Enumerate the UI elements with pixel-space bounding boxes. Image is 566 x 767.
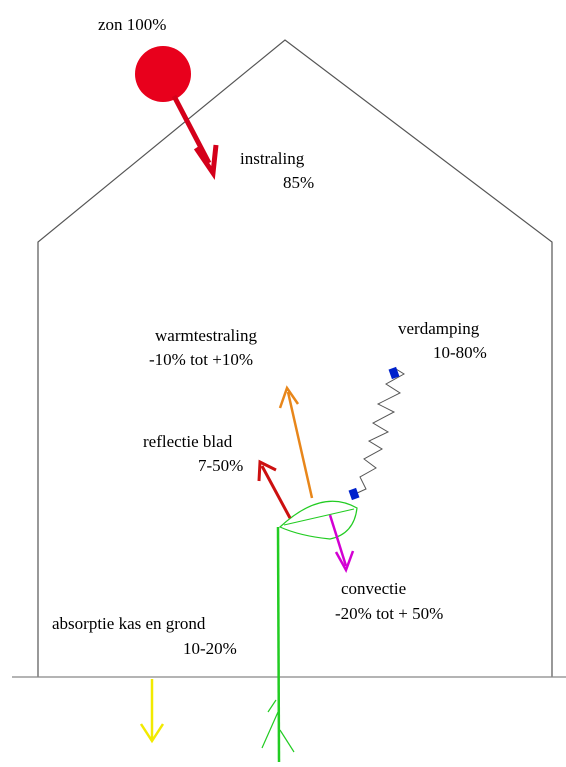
thermal-radiation-arrow [286, 391, 314, 499]
leaf-midrib [283, 508, 355, 526]
evaporation-marker-low [348, 487, 360, 501]
thermal-label-line1: warmtestraling [155, 326, 257, 345]
plant-root-left [261, 711, 279, 749]
incoming-radiation-arrow [171, 94, 212, 165]
absorption-label-line2: 10-20% [183, 639, 237, 658]
evaporation-label-line1: verdamping [398, 319, 480, 338]
plant-stem [276, 526, 281, 763]
convection-arrow [328, 514, 348, 567]
thermal-label-line2: -10% tot +10% [149, 350, 254, 369]
reflection-arrowhead [257, 459, 277, 482]
incoming-label-line2: 85% [283, 173, 315, 192]
convection-arrowhead [334, 550, 355, 573]
greenhouse-outline [37, 39, 553, 677]
absorption-arrowhead [139, 723, 165, 744]
absorption-label-line1: absorptie kas en grond [52, 614, 206, 633]
convection-label-line1: convectie [341, 579, 407, 598]
sun-label: zon 100% [98, 15, 167, 34]
evaporation-label-line2: 10-80% [433, 343, 487, 362]
plant-root-right [279, 729, 295, 753]
incoming-radiation-arrowhead [193, 144, 219, 181]
incoming-label-line1: instraling [240, 149, 305, 168]
thermal-radiation-arrowhead [278, 385, 300, 409]
plant-root-branch [267, 699, 277, 713]
leaf [278, 500, 358, 540]
sun-icon [135, 46, 191, 102]
reflection-label-line1: reflectie blad [143, 432, 233, 451]
evaporation-zigzag [354, 368, 405, 495]
reflection-label-line2: 7-50% [198, 456, 244, 475]
evaporation-marker-high [388, 366, 400, 380]
reflection-arrow [260, 465, 292, 519]
convection-label-line2: -20% tot + 50% [335, 604, 444, 623]
